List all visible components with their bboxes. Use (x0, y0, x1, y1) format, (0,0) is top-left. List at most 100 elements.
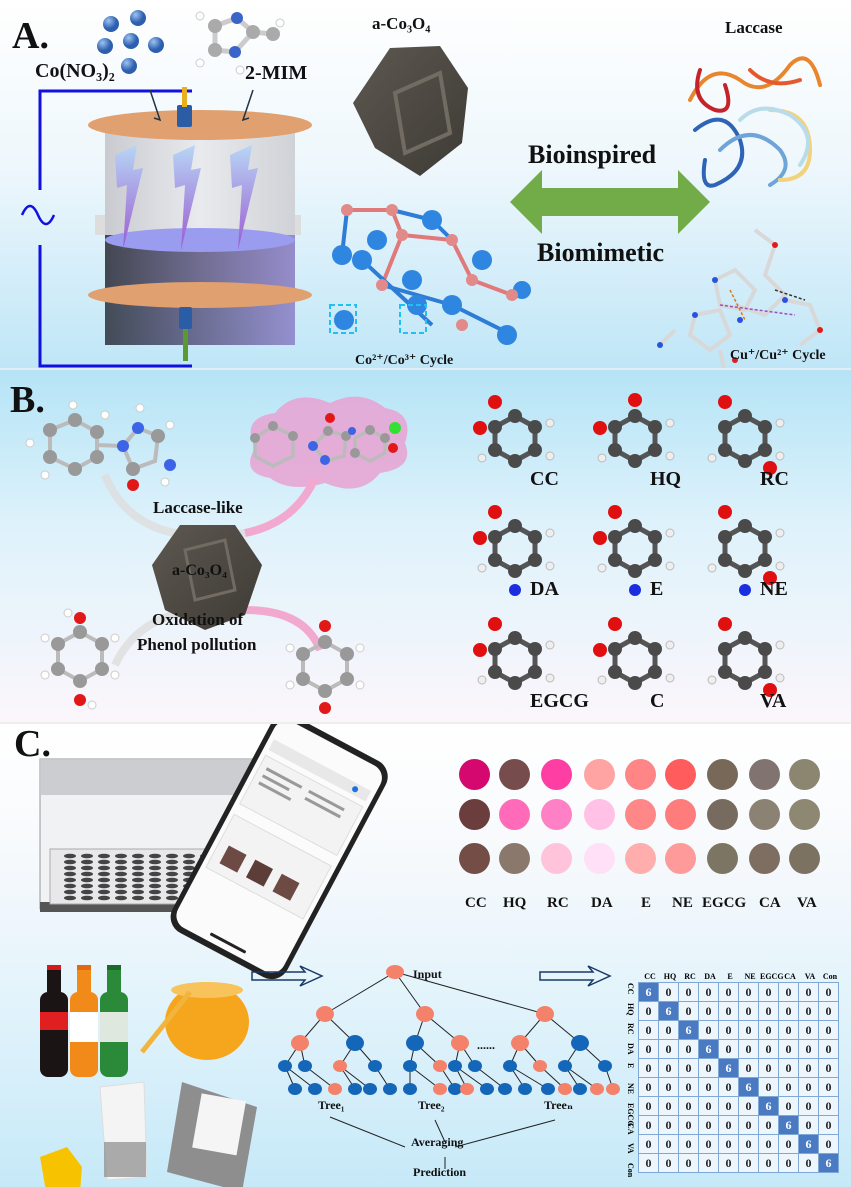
matrix-column-header: NE (744, 972, 756, 981)
matrix-cell: 0 (718, 1096, 739, 1116)
nanoparticle-icon (353, 46, 468, 176)
compound-label: C (650, 690, 665, 712)
color-swatch (625, 799, 656, 830)
matrix-cell: 0 (678, 1096, 699, 1116)
tree-node (503, 1060, 517, 1072)
tree-node (558, 1060, 572, 1072)
matrix-cell: 6 (638, 982, 659, 1002)
matrix-cell: 0 (698, 1077, 719, 1097)
matrix-cell: 0 (698, 1134, 719, 1154)
tree-node (558, 1083, 572, 1095)
bioinspired-label: Bioinspired (528, 140, 657, 169)
color-swatch (459, 799, 490, 830)
matrix-cell: 0 (718, 1039, 739, 1059)
matrix-cell: 0 (738, 1115, 759, 1135)
matrix-cell: 0 (818, 1115, 839, 1135)
matrix-cell: 0 (758, 1115, 779, 1135)
matrix-cell: 6 (778, 1115, 799, 1135)
crystal-lattice-icon (329, 204, 531, 345)
matrix-cell: 0 (738, 1096, 759, 1116)
matrix-cell: 0 (798, 1058, 819, 1078)
panel-a-label: A. (12, 15, 49, 57)
color-swatch (789, 759, 820, 790)
tree-2-label: Tree₂ (418, 1098, 445, 1112)
protein-ribbon-icon (688, 56, 822, 188)
color-swatch (749, 843, 780, 874)
prediction-label: Prediction (413, 1165, 467, 1179)
matrix-cell: 0 (658, 1058, 679, 1078)
tree-node (598, 1060, 612, 1072)
matrix-cell: 0 (718, 1153, 739, 1173)
tree-node (416, 1006, 434, 1022)
color-swatch (749, 799, 780, 830)
color-swatch (789, 843, 820, 874)
matrix-cell: 0 (798, 1039, 819, 1059)
matrix-cell: 0 (738, 1001, 759, 1021)
color-swatch (499, 799, 530, 830)
tree-node (448, 1083, 462, 1095)
matrix-cell: 0 (798, 1153, 819, 1173)
material-title: a-Co₃O₄ (372, 14, 431, 33)
reactor-vessel-icon (88, 87, 312, 361)
matrix-cell: 0 (718, 1020, 739, 1040)
tree-node (346, 1035, 364, 1051)
swatch-label: HQ (503, 895, 527, 911)
matrix-cell: 0 (678, 1134, 699, 1154)
tree-node (573, 1083, 587, 1095)
forest-ellipsis: ...... (477, 1038, 495, 1052)
compound-label: HQ (650, 468, 682, 490)
matrix-row-header: CC (626, 983, 635, 995)
compound-molecule-c-icon (593, 617, 675, 690)
matrix-column-header: RC (684, 972, 696, 981)
matrix-cell: 0 (698, 1058, 719, 1078)
matrix-cell: 0 (678, 1153, 699, 1173)
matrix-cell: 0 (658, 982, 679, 1002)
matrix-cell: 0 (738, 1020, 759, 1040)
tree-node (433, 1060, 447, 1072)
tree-node (348, 1083, 362, 1095)
matrix-cell: 0 (778, 1077, 799, 1097)
matrix-cell: 6 (798, 1134, 819, 1154)
tree-node (451, 1035, 469, 1051)
color-swatch (625, 759, 656, 790)
matrix-column-header: DA (704, 972, 716, 981)
matrix-cell: 0 (738, 1134, 759, 1154)
matrix-column-header: Con (822, 972, 838, 981)
tree-node (308, 1083, 322, 1095)
biomimetic-label: Biomimetic (537, 238, 665, 267)
matrix-row-header: Con (626, 1163, 635, 1178)
tree-node (536, 1006, 554, 1022)
swatch-label: CC (465, 895, 487, 911)
enzyme-title: Laccase (725, 18, 783, 37)
matrix-cell: 0 (758, 1058, 779, 1078)
panel-b: B. Laccase-like a-Co₃O₄ Oxidation of Phe… (0, 370, 851, 724)
matrix-cell: 0 (798, 1001, 819, 1021)
nanoparticle-icon (152, 525, 262, 630)
compound-label: VA (760, 690, 787, 712)
matrix-cell: 0 (718, 982, 739, 1002)
matrix-cell: 0 (778, 1020, 799, 1040)
swatch-label: EGCG (702, 895, 747, 911)
matrix-cell: 0 (758, 1001, 779, 1021)
ac-power-icon (20, 89, 192, 368)
swatch-label: NE (672, 895, 693, 911)
panel-c-label: C. (14, 724, 51, 765)
color-swatch (707, 799, 738, 830)
matrix-cell: 0 (778, 1039, 799, 1059)
matrix-cell: 0 (698, 982, 719, 1002)
compound-molecule-ne-icon (707, 505, 785, 596)
matrix-column-header: E (727, 972, 733, 981)
tree-node (316, 1006, 334, 1022)
compound-molecule-cc-icon (473, 395, 555, 468)
matrix-cell: 6 (698, 1039, 719, 1059)
color-swatch (584, 843, 615, 874)
matrix-cell: 0 (698, 1096, 719, 1116)
matrix-cell: 0 (818, 1077, 839, 1097)
matrix-cell: 0 (758, 1077, 779, 1097)
